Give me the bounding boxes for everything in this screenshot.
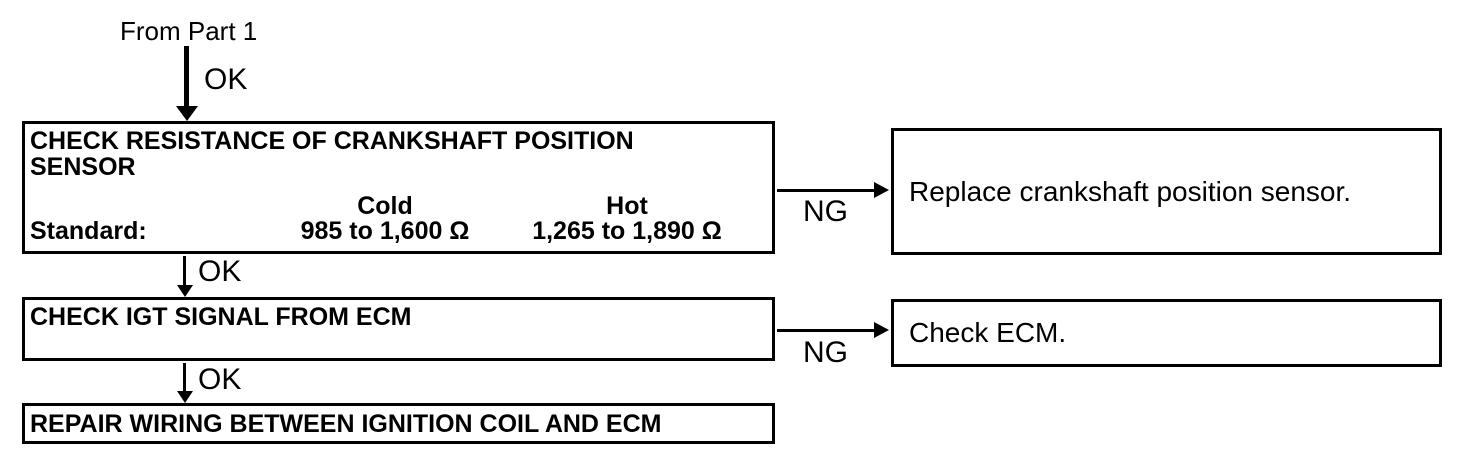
step2-box: CHECK IGT SIGNAL FROM ECM — [22, 297, 775, 361]
step1-ng-arrowhead-right-icon — [874, 182, 889, 198]
step2-ok-label: OK — [198, 363, 242, 396]
step1-title: CHECK RESISTANCE OF CRANKSHAFT POSITION … — [30, 127, 634, 181]
step3-box: REPAIR WIRING BETWEEN IGNITION COIL AND … — [22, 403, 775, 444]
step2-ng-result-box: Check ECM. — [891, 299, 1442, 367]
entry-arrow-line — [184, 46, 189, 107]
step1-cold-value: 985 to 1,600 Ω — [300, 217, 470, 245]
step1-standard-label: Standard: — [30, 217, 147, 245]
step1-ng-result-box: Replace crankshaft position sensor. — [891, 128, 1442, 255]
step1-hot-header: Hot — [606, 192, 648, 220]
entry-ok-label: OK — [204, 63, 248, 96]
step2-ok-arrowhead-down-icon — [177, 391, 193, 403]
step1-box: CHECK RESISTANCE OF CRANKSHAFT POSITION … — [22, 121, 775, 254]
step2-ng-label: NG — [803, 336, 848, 369]
step3-title: REPAIR WIRING BETWEEN IGNITION COIL AND … — [30, 409, 662, 438]
step2-ng-arrow-line — [777, 329, 875, 332]
step1-ng-arrow-line — [777, 189, 875, 192]
step2-ng-arrowhead-right-icon — [874, 322, 889, 338]
step2-title: CHECK IGT SIGNAL FROM ECM — [30, 303, 412, 331]
step2-ng-result-text: Check ECM. — [909, 317, 1067, 348]
entry-label: From Part 1 — [120, 16, 258, 46]
step2-ok-arrow-line — [183, 363, 186, 392]
step1-cold-header: Cold — [357, 192, 413, 220]
step1-hot-value: 1,265 to 1,890 Ω — [532, 217, 722, 245]
step1-ng-result-text: Replace crankshaft position sensor. — [909, 175, 1352, 207]
step1-ok-arrowhead-down-icon — [177, 285, 193, 297]
step1-ok-arrow-line — [183, 256, 186, 287]
step1-ok-label: OK — [198, 255, 242, 288]
step1-ng-label: NG — [803, 195, 848, 228]
entry-arrowhead-down-icon — [176, 106, 198, 121]
